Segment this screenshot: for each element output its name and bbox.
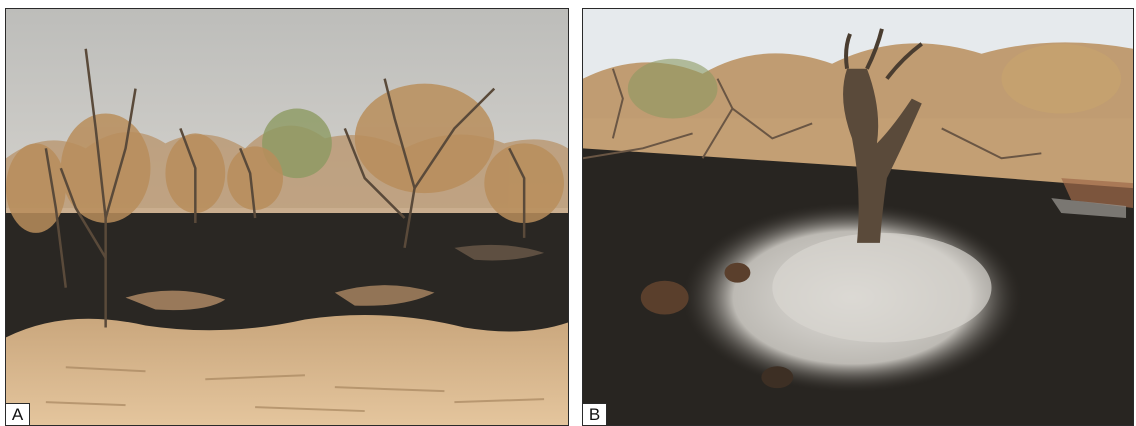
burnt-tree-ash-photo-b: [583, 9, 1133, 425]
panel-label-a: A: [6, 403, 30, 425]
photo-panel-b: B: [582, 8, 1134, 426]
photo-panel-a: A: [5, 8, 569, 426]
panel-label-b: B: [583, 403, 607, 425]
burnt-savanna-photo-a: [6, 9, 568, 425]
